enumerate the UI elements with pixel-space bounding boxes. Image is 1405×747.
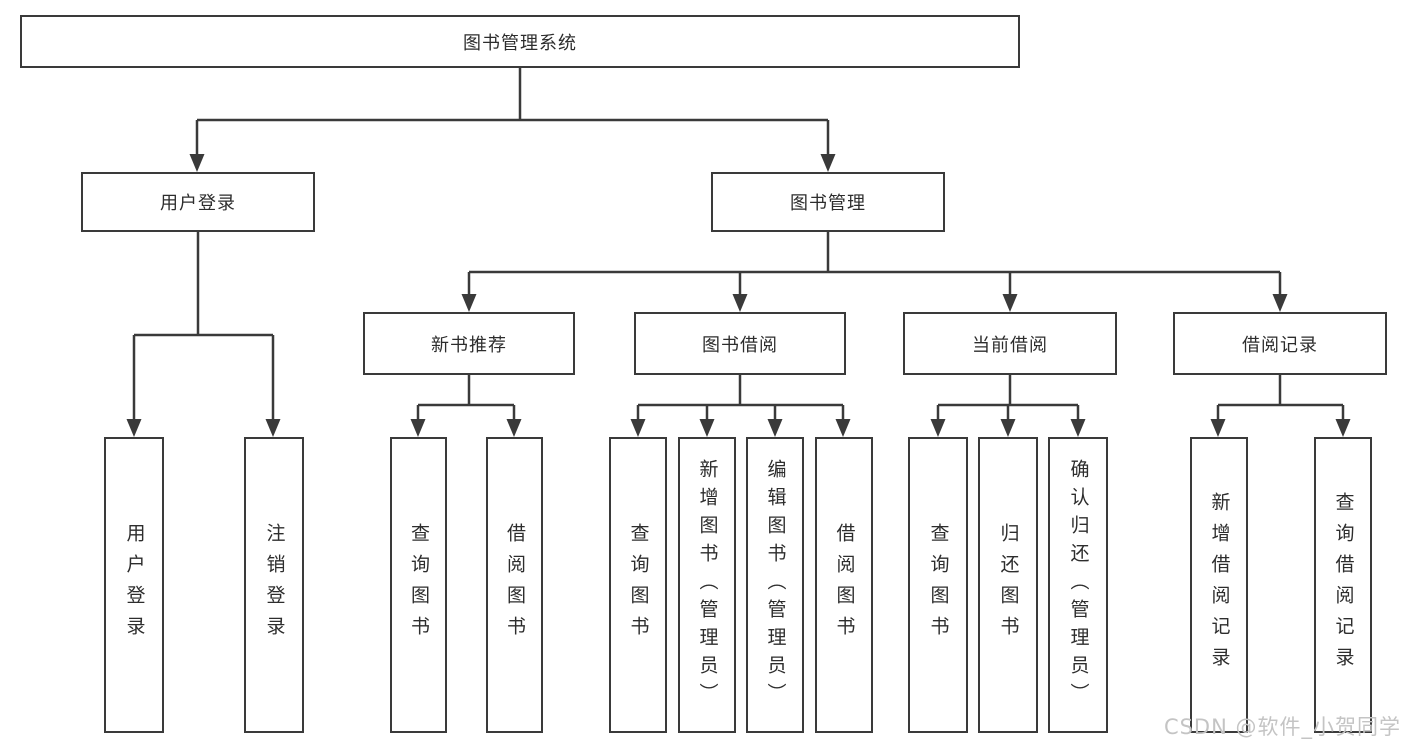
connector-current-borrow-to-leaves [936, 375, 1080, 421]
node-book-management: 图书管理 [711, 172, 945, 232]
csdn-watermark: CSDN @软件_小贺同学 [1163, 715, 1401, 739]
node-leaf-query-book-1-label: 查询图书 [408, 523, 430, 647]
node-leaf-query-book-1: 查询图书 [390, 437, 447, 733]
node-current-borrow: 当前借阅 [903, 312, 1117, 375]
node-new-book-recommend-label: 新书推荐 [431, 334, 507, 356]
arrowhead [699, 419, 715, 437]
arrowhead [126, 419, 142, 437]
node-book-management-label: 图书管理 [790, 193, 866, 214]
node-root-system: 图书管理系统 [20, 15, 1020, 68]
arrowhead [1002, 294, 1018, 312]
node-leaf-query-borrow-record-label: 查询借阅记录 [1332, 492, 1355, 678]
node-leaf-return-book-label: 归还图书 [997, 523, 1020, 647]
node-leaf-borrow-book-2: 借阅图书 [815, 437, 873, 733]
arrowhead [189, 154, 205, 172]
node-book-borrow-label: 图书借阅 [702, 334, 778, 356]
arrowhead [1335, 419, 1351, 437]
connector-book-borrow-to-leaves [636, 375, 845, 421]
node-leaf-edit-book: 编辑图书（管理员） [746, 437, 804, 733]
node-leaf-borrow-book-1: 借阅图书 [486, 437, 543, 733]
node-leaf-query-borrow-record: 查询借阅记录 [1314, 437, 1372, 733]
arrowhead [1210, 419, 1226, 437]
arrowhead [732, 294, 748, 312]
connector-borrow-record-to-leaves [1216, 375, 1345, 421]
node-leaf-borrow-book-2-label: 借阅图书 [833, 523, 856, 647]
node-leaf-add-book: 新增图书（管理员） [678, 437, 736, 733]
arrowhead [461, 294, 477, 312]
connector-new-book-to-leaves [416, 375, 516, 421]
arrowhead [820, 154, 836, 172]
node-leaf-query-book-2-label: 查询图书 [627, 523, 650, 647]
connector-root-to-level2 [195, 68, 830, 156]
node-root-system-label: 图书管理系统 [463, 32, 577, 54]
node-leaf-query-book-2: 查询图书 [609, 437, 667, 733]
node-leaf-return-book: 归还图书 [978, 437, 1038, 733]
node-borrow-record-label: 借阅记录 [1242, 334, 1318, 356]
node-leaf-add-book-label: 新增图书（管理员） [696, 459, 719, 711]
arrowhead [630, 419, 646, 437]
arrowhead [930, 419, 946, 437]
node-leaf-query-book-3-label: 查询图书 [927, 523, 950, 647]
connector-book-management-to-level3 [467, 232, 1282, 296]
node-current-borrow-label: 当前借阅 [972, 334, 1048, 356]
node-borrow-record: 借阅记录 [1173, 312, 1387, 375]
node-leaf-add-borrow-record-label: 新增借阅记录 [1208, 492, 1231, 678]
node-user-login-label: 用户登录 [160, 193, 236, 214]
arrowhead [410, 419, 426, 437]
node-leaf-logout-label: 注销登录 [263, 523, 286, 647]
arrowhead [767, 419, 783, 437]
arrowhead [265, 419, 281, 437]
connector-user-login-to-leaves [132, 232, 275, 421]
arrowhead [506, 419, 522, 437]
node-leaf-edit-book-label: 编辑图书（管理员） [764, 459, 787, 711]
arrowhead [835, 419, 851, 437]
node-leaf-borrow-book-1-label: 借阅图书 [504, 523, 526, 647]
node-leaf-query-book-3: 查询图书 [908, 437, 968, 733]
node-leaf-confirm-return: 确认归还（管理员） [1048, 437, 1108, 733]
node-leaf-add-borrow-record: 新增借阅记录 [1190, 437, 1248, 733]
arrowhead [1000, 419, 1016, 437]
node-leaf-user-login: 用户登录 [104, 437, 164, 733]
node-new-book-recommend: 新书推荐 [363, 312, 575, 375]
arrowhead [1070, 419, 1086, 437]
node-leaf-confirm-return-label: 确认归还（管理员） [1067, 459, 1090, 711]
node-leaf-logout: 注销登录 [244, 437, 304, 733]
node-leaf-user-login-label: 用户登录 [123, 523, 146, 647]
arrowhead [1272, 294, 1288, 312]
node-book-borrow: 图书借阅 [634, 312, 846, 375]
node-user-login: 用户登录 [81, 172, 315, 232]
